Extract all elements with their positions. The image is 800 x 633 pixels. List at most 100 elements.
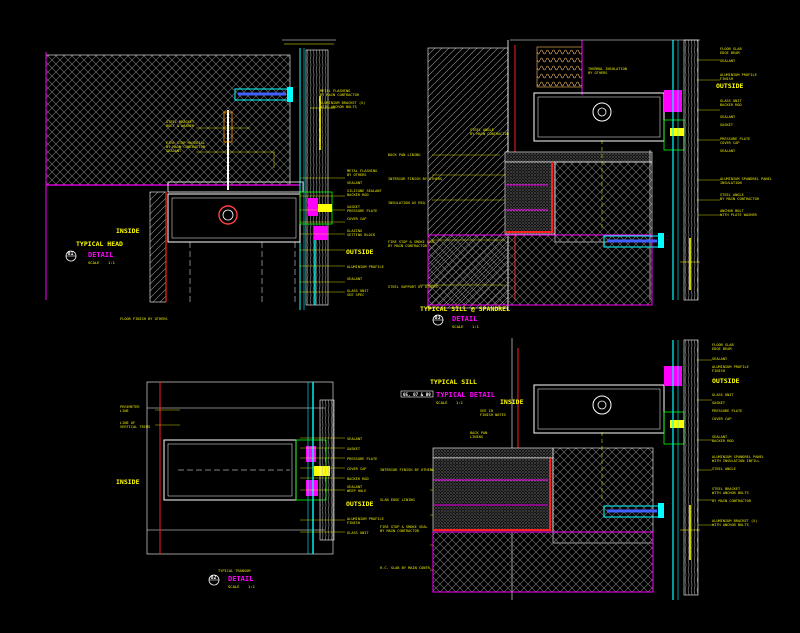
svg-text:BY MAIN CONTRACTOR: BY MAIN CONTRACTOR [380,529,420,533]
svg-text:FIRE STOP & SMOKE SEAL: FIRE STOP & SMOKE SEAL [388,240,436,244]
d01-title: TYPICAL HEAD [76,240,123,248]
svg-text:FLOOR SLAB: FLOOR SLAB [712,343,734,347]
svg-text:LINE OF: LINE OF [120,421,135,425]
svg-text:BACKER ROD: BACKER ROD [712,439,734,443]
d02-scale: 1:1 [248,584,256,589]
d05-outside-label: OUTSIDE [712,377,739,385]
svg-text:SEALANT: SEALANT [720,59,736,63]
svg-text:GLAZING: GLAZING [347,229,362,233]
d05-title: TYPICAL SILL [430,378,477,386]
svg-text:WITH ANCHOR BOLTS: WITH ANCHOR BOLTS [712,523,749,527]
detail-05-typical-sill: BACK PAN LINING SEE ID FINISH NOTES INTE… [380,338,764,600]
svg-text:ANCHOR BOLT: ANCHOR BOLT [720,209,745,213]
d02-inside-label: INSIDE [116,478,140,486]
svg-text:ALUMINIUM PROFILE: ALUMINIUM PROFILE [712,365,749,369]
svg-text:WITH ANCHOR BOLTS: WITH ANCHOR BOLTS [712,491,749,495]
svg-text:BACKER ROD: BACKER ROD [720,103,742,107]
svg-text:PRESSURE PLATE: PRESSURE PLATE [347,209,377,213]
svg-text:STEEL BRACKET: STEEL BRACKET [166,120,195,124]
svg-text:ALUMINIUM PROFILE: ALUMINIUM PROFILE [720,73,757,77]
svg-text:BACK PAN: BACK PAN [470,431,487,435]
svg-text:SEE SPEC: SEE SPEC [347,293,364,297]
svg-text:PRESSURE PLATE: PRESSURE PLATE [712,409,742,413]
svg-text:GASKET: GASKET [720,123,734,127]
svg-text:BY MAIN CONTRACTOR: BY MAIN CONTRACTOR [720,197,760,201]
svg-text:INTERIOR FINISH BY OTHERS: INTERIOR FINISH BY OTHERS [380,468,434,472]
svg-text:PRESSURE PLATE: PRESSURE PLATE [720,137,750,141]
svg-text:BY OTHERS: BY OTHERS [588,71,607,75]
d03-scale: 1:1 [472,324,480,329]
svg-text:COVER CAP: COVER CAP [720,141,739,145]
svg-text:BACK PAN LINING: BACK PAN LINING [388,153,420,157]
svg-text:INSULATION: INSULATION [720,181,742,185]
svg-text:FLOOR SLAB: FLOOR SLAB [720,47,742,51]
svg-text:BY MAIN CONTRACTOR: BY MAIN CONTRACTOR [712,499,752,503]
svg-text:R.C. SLAB BY MAIN CONTR.: R.C. SLAB BY MAIN CONTR. [380,566,432,570]
svg-text:SEALANT: SEALANT [347,277,363,281]
svg-text:PERIMETER: PERIMETER [120,405,140,409]
svg-text:BOLT & WASHER: BOLT & WASHER [166,124,195,128]
d05-number: 05, 07 & 09 [403,392,431,397]
svg-text:METAL FLASHING: METAL FLASHING [320,89,350,93]
svg-text:GLASS UNIT: GLASS UNIT [720,99,742,103]
svg-text:LINING: LINING [470,435,483,439]
svg-text:BY MAIN CONTRACTOR: BY MAIN CONTRACTOR [166,145,206,149]
d01-inside-label: INSIDE [116,227,140,235]
svg-text:FINISH: FINISH [720,77,733,81]
svg-text:GLASS UNIT: GLASS UNIT [347,531,369,535]
svg-text:ALUMINIUM BRACKET (X): ALUMINIUM BRACKET (X) [320,101,365,105]
svg-text:SEALANT: SEALANT [720,149,736,153]
svg-text:EDGE BEAM: EDGE BEAM [720,51,740,55]
d02-detail-word: DETAIL [228,575,253,583]
d03-detail-word: DETAIL [452,315,477,323]
svg-text:LINE: LINE [120,409,129,413]
svg-text:ALUMINIUM SPANDREL PANEL: ALUMINIUM SPANDREL PANEL [720,177,772,181]
svg-text:BACKER ROD: BACKER ROD [347,477,369,481]
svg-text:OUTSIDE: OUTSIDE [716,82,743,90]
d01-detail-word: DETAIL [88,251,113,259]
svg-text:FIRE STOP & SMOKE SEAL: FIRE STOP & SMOKE SEAL [380,525,428,529]
svg-text:COVER CAP: COVER CAP [347,217,366,221]
svg-text:SLAB EDGE LINING: SLAB EDGE LINING [380,498,415,502]
svg-text:ALUMINIUM BRACKET (X): ALUMINIUM BRACKET (X) [712,519,757,523]
svg-text:THERMAL INSULATION: THERMAL INSULATION [588,67,627,71]
detail-03-typical-sill-spandrel: THERMAL INSULATION BY OTHERS STEEL ANGLE… [388,39,772,329]
d05-scale: 1:1 [456,400,464,405]
svg-text:WITH PLATE WASHER: WITH PLATE WASHER [720,213,758,217]
svg-text:VERTICAL TRIMS: VERTICAL TRIMS [120,425,150,429]
d03-title: TYPICAL SILL @ SPANDREL [420,305,510,313]
svg-text:COVER CAP: COVER CAP [712,417,731,421]
svg-text:STEEL ANGLE: STEEL ANGLE [720,193,744,197]
svg-text:SEALANT: SEALANT [712,357,728,361]
d02-scale-label: SCALE [228,584,240,589]
svg-text:SILICONE SEALANT: SILICONE SEALANT [347,189,382,193]
svg-text:STEEL ANGLE: STEEL ANGLE [712,467,736,471]
svg-text:ALUMINIUM SPANDREL PANEL: ALUMINIUM SPANDREL PANEL [712,455,764,459]
svg-text:WITH INSULATION INFILL: WITH INSULATION INFILL [712,459,760,463]
svg-text:STEEL ANGLE: STEEL ANGLE [470,128,494,132]
d01-number: 01 [68,251,74,257]
svg-text:WITH ANCHOR BOLTS: WITH ANCHOR BOLTS [320,105,357,109]
detail-02-typical-transom: PERIMETER LINE LINE OF VERTICAL TRIMS SE… [116,381,384,589]
d02-outside-label: OUTSIDE [346,500,373,508]
svg-text:FINISH: FINISH [712,369,725,373]
svg-text:SEALANT: SEALANT [712,435,728,439]
svg-text:INSULATION AS REQ.: INSULATION AS REQ. [388,201,427,205]
d03-number: 03 [435,315,441,321]
svg-text:SEE ID: SEE ID [480,409,493,413]
svg-text:INTERIOR FINISH BY OTHERS: INTERIOR FINISH BY OTHERS [388,177,442,181]
svg-text:FIRE STOP MATERIAL: FIRE STOP MATERIAL [166,141,205,145]
svg-text:ALUMINIUM PROFILE: ALUMINIUM PROFILE [347,517,384,521]
svg-text:GLASS UNIT: GLASS UNIT [347,289,369,293]
svg-text:SEALANT: SEALANT [347,437,363,441]
detail-01-typical-head: METAL FLASHING BY MAIN CONTRACTOR ALUMIN… [45,39,384,321]
d01-outside-label: OUTSIDE [346,248,373,256]
d03-scale-label: SCALE [452,324,464,329]
d01-scale: 1:1 [108,260,116,265]
svg-text:GLASS UNIT: GLASS UNIT [712,393,734,397]
d01-scale-label: SCALE [88,260,100,265]
svg-text:BY OTHERS: BY OTHERS [347,173,366,177]
svg-text:ALUMINIUM PROFILE: ALUMINIUM PROFILE [347,265,384,269]
svg-text:SEALANT: SEALANT [720,115,736,119]
